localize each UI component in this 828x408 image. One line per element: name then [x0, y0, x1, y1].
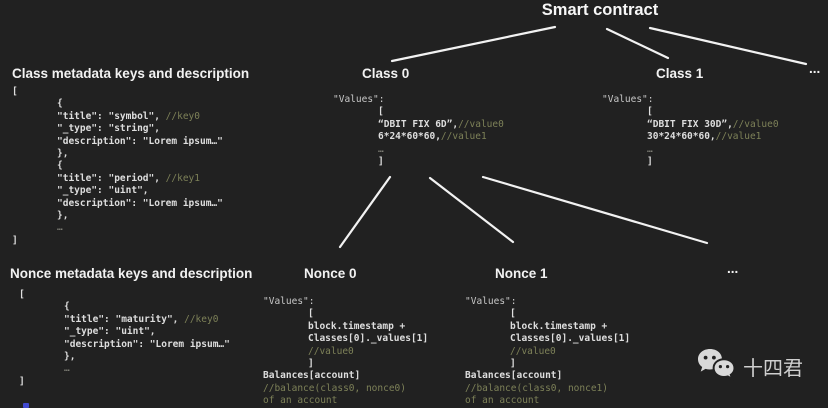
code-line: …	[378, 143, 385, 155]
watermark: 十四君	[697, 348, 803, 384]
code-line: “DBIT FIX 6D”,//value0	[378, 118, 504, 130]
edge-contract-more-classes	[648, 26, 808, 66]
code-line: //value0	[510, 345, 556, 357]
code-line: {	[64, 301, 70, 313]
code-line: "title": "period", //key1	[57, 172, 200, 184]
code-line: ]	[12, 234, 18, 246]
code-line: ]	[308, 358, 314, 370]
code-line: 6*24*60*60,//value1	[378, 131, 487, 143]
nonce1-values-code-block: "Values":[block.timestamp +Classes[0]._v…	[465, 296, 630, 408]
code-line: "description": "Lorem ipsum…"	[57, 135, 223, 147]
nonce-metadata-heading: Nonce metadata keys and description	[10, 266, 253, 281]
code-line: of an account	[465, 395, 540, 407]
edge-contract-class0	[390, 25, 557, 63]
class1-node-label: Class 1	[656, 66, 704, 81]
watermark-label: 十四君	[743, 355, 803, 380]
code-line: "Values":	[465, 296, 517, 307]
code-line: "description": "Lorem ipsum…"	[64, 338, 230, 350]
nonce0-values-code-block: "Values":[block.timestamp +Classes[0]._v…	[263, 296, 428, 408]
code-line: Classes[0]._values[1]	[510, 333, 631, 345]
code-line: },	[64, 351, 76, 363]
edge-class0-more-nonces	[481, 175, 709, 245]
code-line: block.timestamp +	[308, 320, 406, 332]
code-line: },	[57, 148, 69, 160]
code-line: "Values":	[333, 94, 385, 105]
code-line: //balance(class0, nonce1)	[465, 382, 608, 394]
code-line: //value0	[308, 345, 354, 357]
code-line: 30*24*60*60,//value1	[647, 131, 762, 143]
code-line: "Values":	[263, 296, 315, 307]
code-line: Classes[0]._values[1]	[308, 333, 429, 345]
cropped-text-artifact	[23, 403, 29, 408]
class-metadata-heading: Class metadata keys and description	[12, 66, 250, 81]
class0-node-label: Class 0	[362, 66, 410, 81]
code-line: Balances[account]	[465, 370, 563, 382]
code-line: of an account	[263, 395, 338, 407]
code-line: [	[308, 308, 314, 320]
nonce1-node-label: Nonce 1	[495, 266, 548, 281]
code-line: [	[12, 86, 18, 97]
code-line: "_type": "uint",	[57, 185, 149, 197]
code-line: "Values":	[602, 94, 654, 105]
nonce0-node-label: Nonce 0	[304, 266, 357, 281]
more-nonces-ellipsis: ...	[727, 261, 739, 276]
code-line: ]	[510, 358, 516, 370]
code-line: “DBIT FIX 30D”,//value0	[647, 118, 779, 130]
code-line: "title": "maturity", //key0	[64, 313, 219, 325]
code-line: "_type": "uint",	[64, 326, 156, 338]
code-line: [	[19, 289, 25, 300]
code-line: [	[378, 106, 384, 118]
code-line: ]	[647, 156, 653, 168]
edge-class0-nonce0	[338, 175, 392, 249]
code-line: block.timestamp +	[510, 320, 608, 332]
code-line: ]	[19, 375, 25, 387]
code-line: …	[57, 222, 64, 234]
code-line: "description": "Lorem ipsum…"	[57, 197, 223, 209]
code-line: {	[57, 160, 63, 172]
more-classes-ellipsis: ...	[809, 61, 821, 76]
code-line: …	[647, 143, 654, 155]
edge-class0-nonce1	[428, 176, 515, 244]
edge-contract-class1	[605, 27, 670, 60]
code-line: ]	[378, 156, 384, 168]
code-line: [	[510, 308, 516, 320]
code-line: {	[57, 98, 63, 110]
code-line: [	[647, 106, 653, 118]
code-line: "title": "symbol", //key0	[57, 110, 200, 122]
wechat-icon	[697, 348, 737, 384]
code-line: "_type": "string",	[57, 123, 160, 135]
code-line: Balances[account]	[263, 370, 361, 382]
code-line: //balance(class0, nonce0)	[263, 382, 406, 394]
class-metadata-code-block: [{"title": "symbol", //key0"_type": "str…	[12, 86, 223, 247]
code-line: },	[57, 210, 69, 222]
smart-contract-title: Smart contract	[541, 1, 659, 19]
nonce-metadata-code-block: [ {"title": "maturity", //key0"_type": "u…	[19, 289, 230, 388]
code-line: …	[64, 363, 71, 375]
